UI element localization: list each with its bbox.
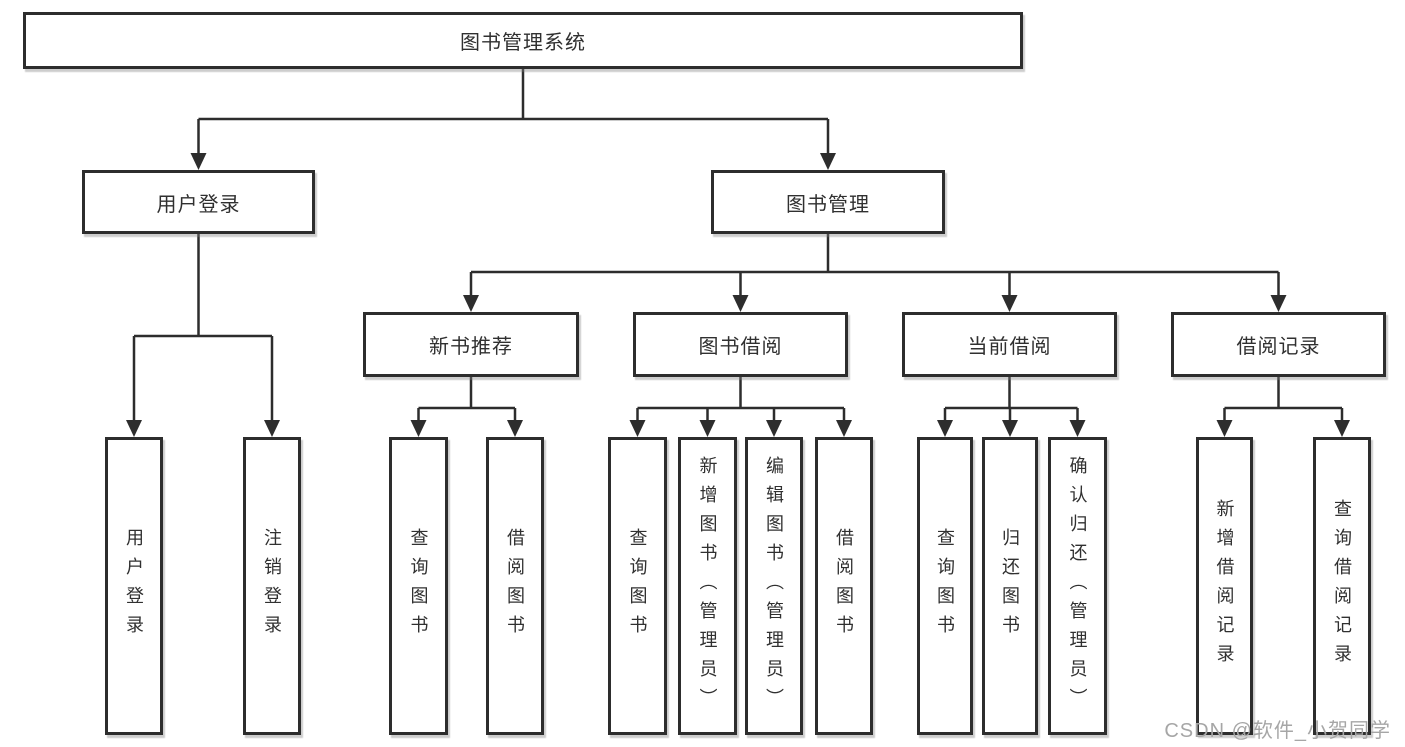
leaf-query-books-borrowing: 查询图书 bbox=[608, 437, 667, 735]
leaf-confirm-return-admin: 确认归还（管理员） bbox=[1048, 437, 1107, 735]
arrowhead-icon bbox=[937, 420, 953, 437]
leaf-borrow-books-borrowing: 借阅图书 bbox=[815, 437, 873, 735]
arrowhead-icon bbox=[1216, 420, 1233, 437]
watermark: CSDN @软件_小贺同学 bbox=[1164, 720, 1391, 742]
leaf-return-book: 归还图书 bbox=[982, 437, 1038, 735]
arrowhead-icon bbox=[820, 153, 836, 170]
arrowhead-icon bbox=[836, 420, 852, 437]
leaf-query-books-recommend: 查询图书 bbox=[389, 437, 448, 735]
arrowhead-icon bbox=[1001, 295, 1018, 312]
arrowhead-icon bbox=[699, 420, 716, 437]
leaf-add-borrow-record: 新增借阅记录 bbox=[1196, 437, 1253, 735]
arrowhead-icon bbox=[190, 153, 207, 170]
leaf-edit-book-admin: 编辑图书（管理员） bbox=[745, 437, 803, 735]
arrowhead-icon bbox=[732, 295, 749, 312]
leaf-query-books-current: 查询图书 bbox=[917, 437, 973, 735]
leaf-user-login: 用户登录 bbox=[105, 437, 163, 735]
leaf-add-book-admin: 新增图书（管理员） bbox=[678, 437, 737, 735]
arrowhead-icon bbox=[264, 420, 280, 437]
leaf-logout: 注销登录 bbox=[243, 437, 301, 735]
leaf-borrow-books-recommend: 借阅图书 bbox=[486, 437, 544, 735]
node-borrow-records: 借阅记录 bbox=[1171, 312, 1386, 377]
node-user-login: 用户登录 bbox=[82, 170, 315, 234]
arrowhead-icon bbox=[1069, 420, 1086, 437]
arrowhead-icon bbox=[1270, 295, 1287, 312]
arrowhead-icon bbox=[126, 420, 142, 437]
node-book-borrowing: 图书借阅 bbox=[633, 312, 848, 377]
node-root-library-system: 图书管理系统 bbox=[23, 12, 1023, 69]
leaf-query-borrow-record: 查询借阅记录 bbox=[1313, 437, 1371, 735]
arrowhead-icon bbox=[410, 420, 427, 437]
arrowhead-icon bbox=[507, 420, 523, 437]
arrowhead-icon bbox=[463, 295, 479, 312]
node-new-book-recommend: 新书推荐 bbox=[363, 312, 579, 377]
node-book-management: 图书管理 bbox=[711, 170, 945, 234]
arrowhead-icon bbox=[629, 420, 646, 437]
arrowhead-icon bbox=[1002, 420, 1018, 437]
arrowhead-icon bbox=[766, 420, 782, 437]
arrowhead-icon bbox=[1334, 420, 1350, 437]
node-current-borrowing: 当前借阅 bbox=[902, 312, 1117, 377]
